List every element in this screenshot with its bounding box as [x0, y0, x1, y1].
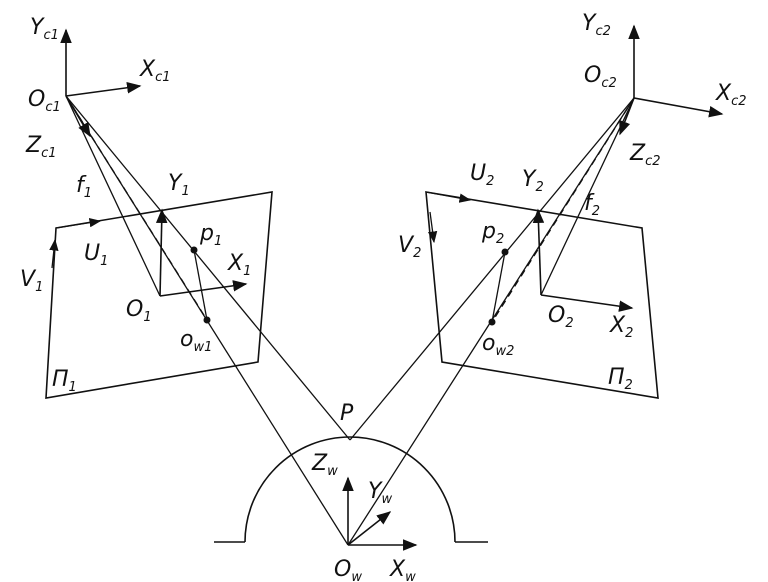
plane1-y-axis: [155, 208, 168, 297]
label-xw: Xw: [389, 557, 416, 582]
label-u1: U1: [84, 241, 108, 269]
label-p: P: [340, 401, 354, 426]
plane2-v-axis: [427, 211, 438, 244]
ray-oc1-to-p: [65, 95, 351, 441]
plane2-x-axis: [540, 294, 634, 312]
label-v1: V1: [20, 267, 43, 295]
label-ow2: ow2: [482, 331, 514, 359]
label-v2: V2: [398, 233, 421, 261]
segment-p1-ow1: [193, 249, 208, 321]
world-y-axis: [347, 511, 392, 546]
label-yc1: Yc1: [30, 15, 59, 43]
label-oc1: Oc1: [28, 87, 61, 115]
optical-axis-1: [65, 95, 208, 321]
plane1-x-axis: [159, 280, 248, 297]
image-plane-1: [45, 191, 273, 399]
label-p1: p1: [199, 221, 222, 249]
label-ow: Ow: [334, 557, 362, 582]
plane1-v-axis: [49, 238, 59, 269]
label-xc1: Xc1: [139, 57, 171, 85]
ray-oc2-to-o2: [540, 97, 635, 296]
label-u2: U2: [470, 161, 494, 189]
camera2-x-axis: [633, 97, 724, 118]
label-o2: O2: [548, 303, 574, 331]
label-f1: f1: [76, 173, 92, 201]
optical-axis-2: [491, 97, 635, 323]
point-p1: [190, 246, 198, 254]
plane2-y-axis: [532, 208, 545, 296]
label-x2: X2: [609, 313, 633, 341]
label-pi2: Π2: [608, 365, 633, 393]
label-ow1: ow1: [180, 327, 212, 355]
label-f2: f2: [584, 191, 600, 219]
label-o1: O1: [126, 297, 152, 325]
label-zc1: Zc1: [25, 133, 57, 161]
label-zc2: Zc2: [629, 141, 661, 169]
label-zw: Zw: [311, 451, 338, 479]
ray-oc1-to-o1: [65, 95, 161, 297]
label-x1: X1: [227, 251, 251, 279]
label-pi1: Π1: [52, 367, 77, 395]
camera1-x-axis: [65, 82, 142, 97]
plane1-u-axis: [55, 218, 102, 229]
label-yw: Yw: [368, 479, 392, 507]
ray-oc2-to-p: [349, 97, 635, 441]
label-y1: Y1: [168, 171, 190, 199]
image-plane-2: [425, 191, 659, 399]
segment-p2-ow2: [491, 251, 506, 323]
label-y2: Y2: [522, 167, 544, 195]
point-p2: [501, 248, 509, 256]
label-p2: p2: [481, 219, 504, 247]
point-ow1: [203, 316, 211, 324]
label-yc2: Yc2: [582, 11, 611, 39]
point-ow2: [488, 318, 496, 326]
plane2-u-axis: [425, 191, 472, 203]
label-oc2: Oc2: [584, 63, 617, 91]
world-hemisphere: [244, 436, 456, 543]
label-xc2: Xc2: [715, 81, 747, 109]
